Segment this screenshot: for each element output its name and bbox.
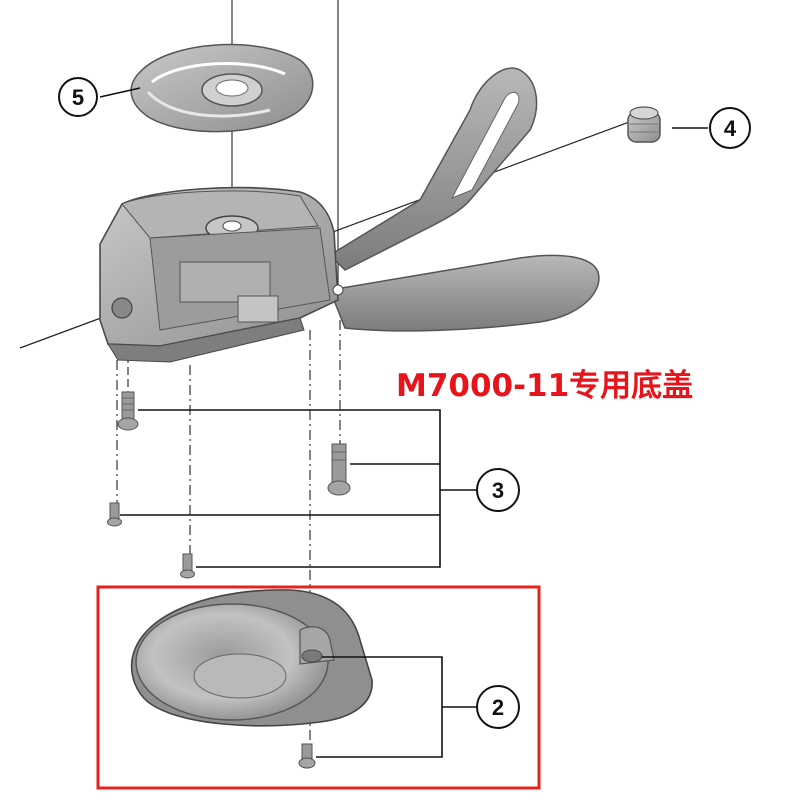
callout-4-label: 4 bbox=[724, 116, 737, 141]
bottom-cover-caption: M7000-11专用底盖 bbox=[396, 368, 694, 404]
callout-2-label: 2 bbox=[492, 695, 504, 720]
callout-3: 3 bbox=[476, 468, 520, 512]
part-4-cable-cap bbox=[627, 106, 661, 143]
part-2-bottom-cover bbox=[130, 589, 373, 769]
shifter-main-body bbox=[99, 67, 600, 363]
callout-5: 5 bbox=[58, 77, 98, 117]
part-3-screws bbox=[107, 391, 351, 579]
callout-leaders bbox=[99, 87, 708, 758]
callout-2: 2 bbox=[476, 685, 520, 729]
screw-d bbox=[180, 553, 195, 579]
highlight-box bbox=[96, 585, 541, 790]
callout-3-label: 3 bbox=[492, 478, 504, 503]
screw-c bbox=[107, 502, 122, 527]
callout-5-label: 5 bbox=[72, 85, 84, 110]
callout-4: 4 bbox=[709, 107, 751, 149]
part-5-indicator-disc bbox=[130, 43, 314, 133]
screw-a bbox=[117, 391, 139, 431]
cover-screw bbox=[298, 743, 316, 769]
screw-b bbox=[327, 443, 351, 496]
